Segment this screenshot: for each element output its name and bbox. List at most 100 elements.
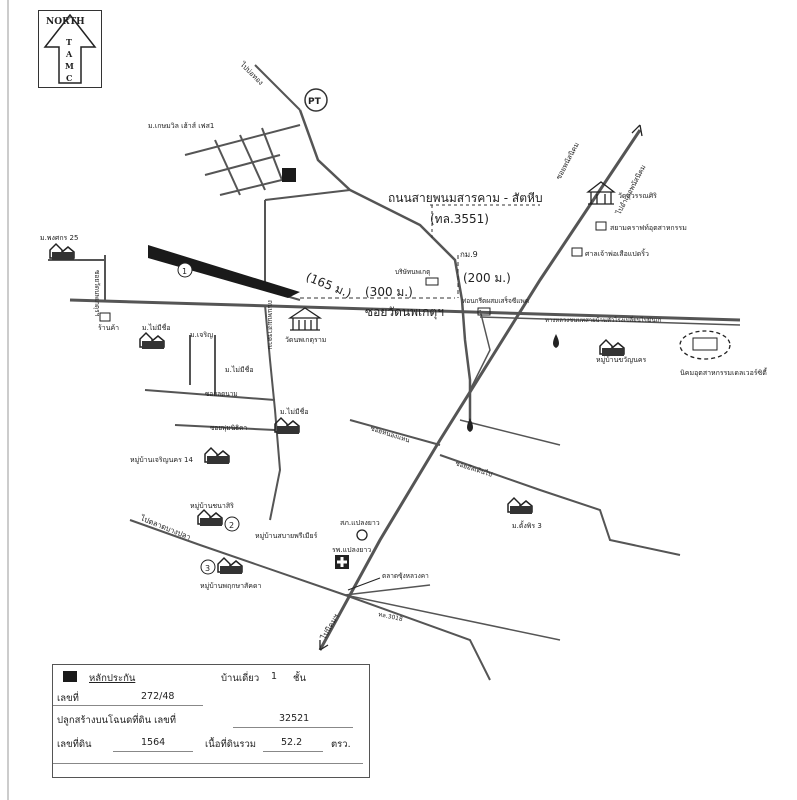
- number-row: เลขที่ 272/48: [53, 691, 369, 711]
- north-arrow: NORTH T A M C: [38, 10, 102, 88]
- road-mid1-label: ซอยลดนาม: [205, 390, 238, 398]
- shrine-ne-label: ศาลเจ้าพ่อเสือแปดริ้ว: [585, 247, 649, 258]
- shrine-icon: [571, 247, 583, 257]
- number-underline: [53, 705, 203, 706]
- road-mid3-label: ซอยวัดนพเกตุรฯ: [93, 270, 101, 317]
- ptt-station: PT: [304, 88, 328, 112]
- property-info-table: หลักประกัน บ้านเดี่ยว 1 ชั้น เลขที่ 272/…: [52, 664, 370, 778]
- side-road-3: [144, 389, 276, 401]
- house-icon: [204, 446, 230, 464]
- village-top-label: ม.เกษมวิล เฮ้าส์ เฟส1: [148, 122, 214, 130]
- temple-icon: [586, 181, 616, 205]
- village-sabai-label: หมู่บ้านสบายพรีเมียร์: [255, 532, 318, 540]
- marker-2-icon: [224, 516, 240, 532]
- road-labels: ถนนสายพนมสารคาม - สัตหีบ (ทล.3551) กม.9 …: [93, 59, 662, 642]
- ne-diagonal-road: [318, 129, 642, 651]
- side-road-4: [174, 424, 276, 431]
- shop-icon: [99, 312, 111, 322]
- north-letter-a: A: [65, 49, 73, 59]
- village-jai1-label: ม.ไม่มีชื่อ: [142, 323, 171, 332]
- village-left-label: ม.พงศกร 25: [40, 234, 78, 242]
- industrial-label: นิคมอุตสาหกรรมเดลเวอร์ซิตี้: [680, 366, 768, 377]
- road-south2-label: ซอยอัลเดินไป: [454, 459, 493, 478]
- legend-row: หลักประกัน บ้านเดี่ยว 1 ชั้น: [53, 669, 369, 689]
- shop-left-label: ร้านค้า: [98, 324, 119, 332]
- number-label: เลขที่: [57, 693, 79, 704]
- industrial-area-icon: [679, 330, 731, 360]
- main-highway-label: ถนนสายพนมสารคาม - สัตหีบ: [388, 191, 543, 205]
- subject-plot: [148, 245, 300, 298]
- road-east-label: ทางหลวงชนบทสายบ้านหัวโรงเปลี่ยนไปมันเก: [545, 316, 662, 324]
- road-to-north: [254, 64, 301, 111]
- company1-label: บริษัทนพเกตุ: [395, 268, 430, 276]
- area-unit: ตรว.: [331, 739, 351, 750]
- temple-icon: [287, 307, 323, 331]
- ptt-label: PT: [308, 97, 322, 107]
- village-se-label: ม.ตั้งพิร 3: [512, 519, 542, 530]
- land-no-value: 1564: [141, 737, 166, 748]
- marker-2-label: 2: [229, 521, 234, 530]
- village-charoen14-label: หมู่บ้านเจริญนคร 14: [130, 456, 194, 464]
- marker-3-icon: [200, 559, 216, 575]
- road-south1-label: ซอยหนองแหน: [369, 424, 411, 444]
- number-value: 272/48: [141, 691, 175, 702]
- marker-1-label: 1: [182, 267, 187, 276]
- temple-main-label: วัดนพเกตุราม: [285, 336, 326, 344]
- link-road: [264, 189, 351, 201]
- north-letter-c: C: [66, 73, 72, 83]
- village-jai3-label: ม.ไม่มีชื่อ: [280, 407, 309, 416]
- floors-value: 1: [271, 671, 278, 682]
- grid-road-5: [239, 134, 266, 191]
- deed-row: ปลูกสร้างบนโฉนดที่ดิน เลขที่ 32521: [53, 713, 369, 733]
- concrete-icon: [477, 307, 491, 316]
- area-underline: [263, 751, 323, 752]
- house-icon: [599, 338, 625, 356]
- concrete-label: ท่อนกรีตผสมเสร็จซีแพค: [462, 296, 529, 305]
- village-kwan-label: หมู่บ้านขวัญนคร: [596, 356, 647, 364]
- highway-code-label: (ทล.3551): [430, 212, 489, 226]
- to-ne-label: ไปอำเภอพนัสนิคม: [613, 163, 647, 217]
- to-west-label: ไปตลาดบางปลา: [138, 513, 192, 542]
- arrow-south-icon: [319, 640, 329, 651]
- market-pointer: [347, 577, 381, 591]
- village-jai2-label: ม.ไม่มีชื่อ: [225, 365, 254, 374]
- temple-icons: [287, 181, 616, 331]
- grid-road-4: [214, 139, 241, 196]
- vertical-road-left: [264, 304, 282, 521]
- road-vertical-label: ซอยพนัสนิคม: [555, 141, 581, 181]
- north-letter-t: T: [66, 37, 72, 47]
- marker-3-label: 3: [205, 564, 210, 573]
- mid-road-1: [349, 419, 441, 446]
- factory-building-icon: [692, 337, 718, 351]
- soi-main-road: [69, 298, 741, 322]
- highway-spur: [469, 309, 491, 391]
- arrow-ne-icon: [631, 124, 643, 137]
- fuel-drop-icon: [467, 418, 473, 432]
- deed-value: 32521: [279, 713, 310, 724]
- grid-road-6: [261, 127, 283, 181]
- table-bottom-line: [53, 763, 363, 764]
- to-north-label: ไปบ่อทอง: [238, 59, 265, 86]
- soi-main-label: ซอยวัดนพเกตุฯ: [365, 305, 444, 320]
- floors-unit: ชั้น: [293, 673, 306, 684]
- hospital-label: รพ.แปลงยาว: [332, 546, 371, 554]
- mid-road-3: [459, 419, 561, 446]
- rural-road-east: [479, 316, 741, 326]
- house-icon: [507, 496, 533, 514]
- collateral-label: หลักประกัน: [89, 673, 136, 684]
- to-south-label: ไปนิคมฯ: [318, 612, 340, 641]
- house-icon: [217, 556, 243, 574]
- bottom-road-3: [344, 584, 431, 596]
- market-south-label: ตลาดซุ้งหลวงคา: [382, 572, 429, 580]
- land-no-label: เลขที่ดิน: [57, 739, 92, 750]
- deed-underline: [233, 727, 353, 728]
- grid-road-3: [219, 177, 291, 196]
- main-highway: [298, 109, 472, 420]
- fuel-drop-icon: [553, 334, 559, 348]
- factory-icon: [595, 221, 607, 231]
- north-letter-m: M: [65, 61, 74, 71]
- bottom-road: [129, 519, 491, 681]
- collateral-swatch: [63, 671, 77, 682]
- police-icon: [356, 529, 368, 541]
- house-icon: [48, 242, 78, 261]
